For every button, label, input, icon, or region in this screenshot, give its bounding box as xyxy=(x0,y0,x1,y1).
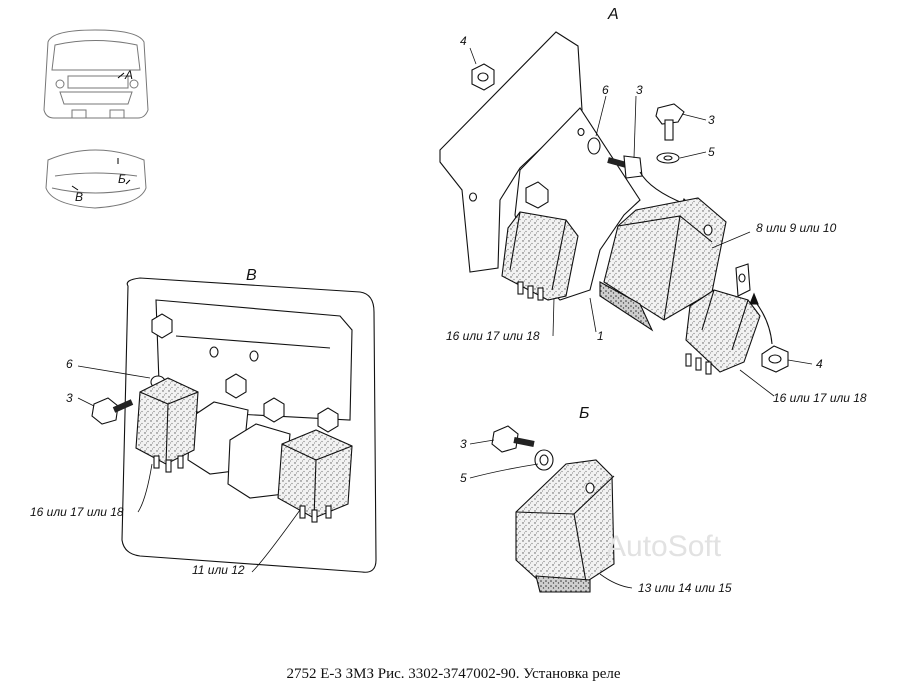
view-b-leaders xyxy=(469,439,633,589)
relay-16-17-18-right xyxy=(685,263,761,375)
callout-v-bolt-3: 3 xyxy=(66,391,73,405)
callout-v-washer-6: 6 xyxy=(66,357,73,371)
body-panel xyxy=(439,31,583,273)
view-b-assembly xyxy=(491,425,615,593)
watermark: AutoSoft xyxy=(606,530,722,563)
nut-4-top xyxy=(471,63,495,91)
view-a-assembly xyxy=(439,31,789,375)
washer-5-b xyxy=(534,449,554,471)
relay-16-17-18-v xyxy=(135,377,199,473)
view-a-leaders xyxy=(469,47,813,397)
callout-a-relay-16-17-18-right: 16 или 17 или 18 xyxy=(773,391,867,405)
callout-v-relay-16-17-18: 16 или 17 или 18 xyxy=(30,505,124,519)
bolt-3-b xyxy=(491,425,535,453)
callout-a-relay-8-9-10: 8 или 9 или 10 xyxy=(756,221,837,235)
callout-a-bolt-3-right: 3 xyxy=(708,113,715,127)
vehicle-top-locator xyxy=(45,149,147,209)
view-label-b: Б xyxy=(579,405,589,422)
callout-b-relay-13-14-15: 13 или 14 или 15 xyxy=(638,581,732,595)
view-v-leaders xyxy=(77,365,301,573)
view-label-a: А xyxy=(607,6,619,23)
callout-v-relay-11-12: 11 или 12 xyxy=(192,563,245,577)
relay-11-12 xyxy=(277,429,353,523)
locator-label-v: В xyxy=(75,190,83,204)
callout-b-bolt-3: 3 xyxy=(460,437,467,451)
bolt-3-right xyxy=(655,103,685,141)
callout-a-washer-6: 6 xyxy=(602,83,609,97)
relay-8-9-10 xyxy=(599,197,727,332)
locator-label-b: Б xyxy=(118,172,126,186)
callout-a-washer-5: 5 xyxy=(708,145,715,159)
callout-a-nut-4-right: 4 xyxy=(816,357,823,371)
relay-13-14-15 xyxy=(515,459,615,593)
view-label-v: В xyxy=(246,267,257,284)
figure-caption: 2752 Е-3 ЗМЗ Рис. 3302-3747002-90. Устан… xyxy=(286,666,621,682)
relay-16-17-18-left xyxy=(501,181,579,301)
nut-4-right xyxy=(761,345,789,373)
vehicle-front-locator xyxy=(43,29,149,119)
callout-a-bolt-3-top: 3 xyxy=(636,83,643,97)
callout-a-relay-16-17-18-left: 16 или 17 или 18 xyxy=(446,329,540,343)
callout-a-bracket-1: 1 xyxy=(597,329,604,343)
callout-b-washer-5: 5 xyxy=(460,471,467,485)
bolt-3-v xyxy=(91,397,134,425)
callout-a-nut-4: 4 xyxy=(460,34,467,48)
view-v-assembly xyxy=(91,277,377,573)
washer-6 xyxy=(587,137,601,155)
locator-label-a: А xyxy=(124,68,133,82)
bracket-nuts xyxy=(151,313,339,433)
